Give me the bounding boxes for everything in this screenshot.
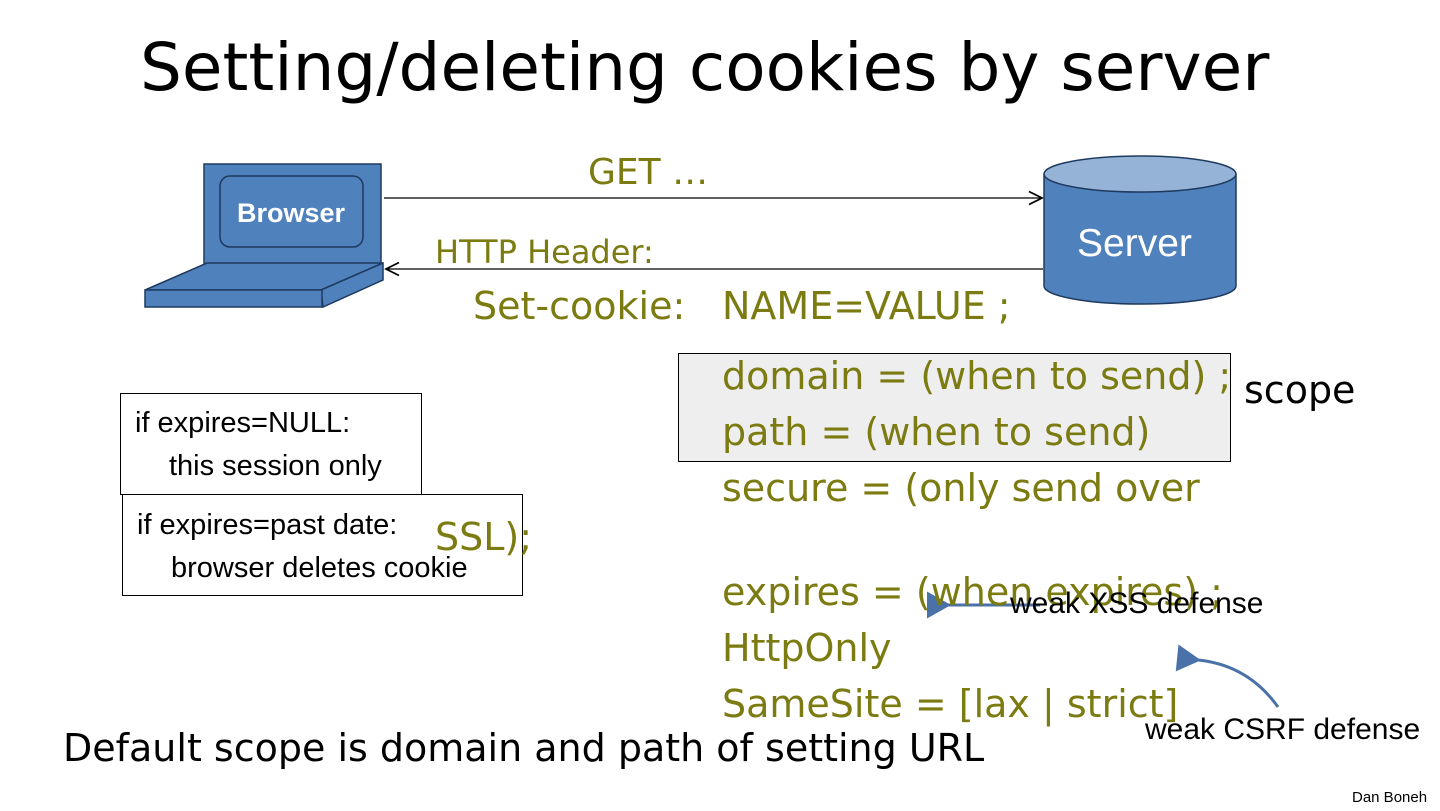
cookie-httponly: HttpOnly — [722, 626, 892, 670]
browser-label: Browser — [237, 198, 346, 228]
past-date-note-box — [122, 494, 523, 596]
cookie-name-value: NAME=VALUE ; — [722, 284, 1011, 328]
cookie-path: path = (when to send) — [722, 410, 1151, 454]
past-date-note-line2: browser deletes cookie — [171, 552, 468, 584]
laptop-icon — [144, 163, 384, 309]
request-label: GET … — [588, 152, 709, 193]
xss-note: weak XSS defense — [1010, 587, 1264, 620]
scope-box — [678, 353, 1231, 462]
cookie-expires: expires = (when expires) ; — [722, 570, 1223, 614]
session-note-line1: if expires=NULL: — [135, 407, 351, 439]
response-label: HTTP Header: — [435, 233, 654, 271]
cookie-domain: domain = (when to send) ; — [722, 354, 1232, 398]
csrf-note: weak CSRF defense — [1145, 713, 1421, 746]
slide-title: Setting/deleting cookies by server — [140, 29, 1270, 106]
cookie-secure-continued: SSL); — [435, 515, 533, 559]
scope-label: scope — [1244, 368, 1356, 412]
server-label: Server — [1077, 222, 1192, 265]
set-cookie-label: Set-cookie: — [473, 284, 686, 328]
past-date-note-line1: if expires=past date: — [137, 509, 398, 541]
cookie-secure: secure = (only send over — [722, 466, 1200, 510]
csrf-arrow — [1175, 644, 1280, 708]
server-icon — [1043, 155, 1237, 305]
default-scope-note: Default scope is domain and path of sett… — [63, 726, 985, 770]
cookie-samesite: SameSite = [lax | strict] — [722, 682, 1179, 726]
author-credit: Dan Boneh — [1352, 789, 1428, 806]
session-note-line2: this session only — [169, 450, 382, 482]
